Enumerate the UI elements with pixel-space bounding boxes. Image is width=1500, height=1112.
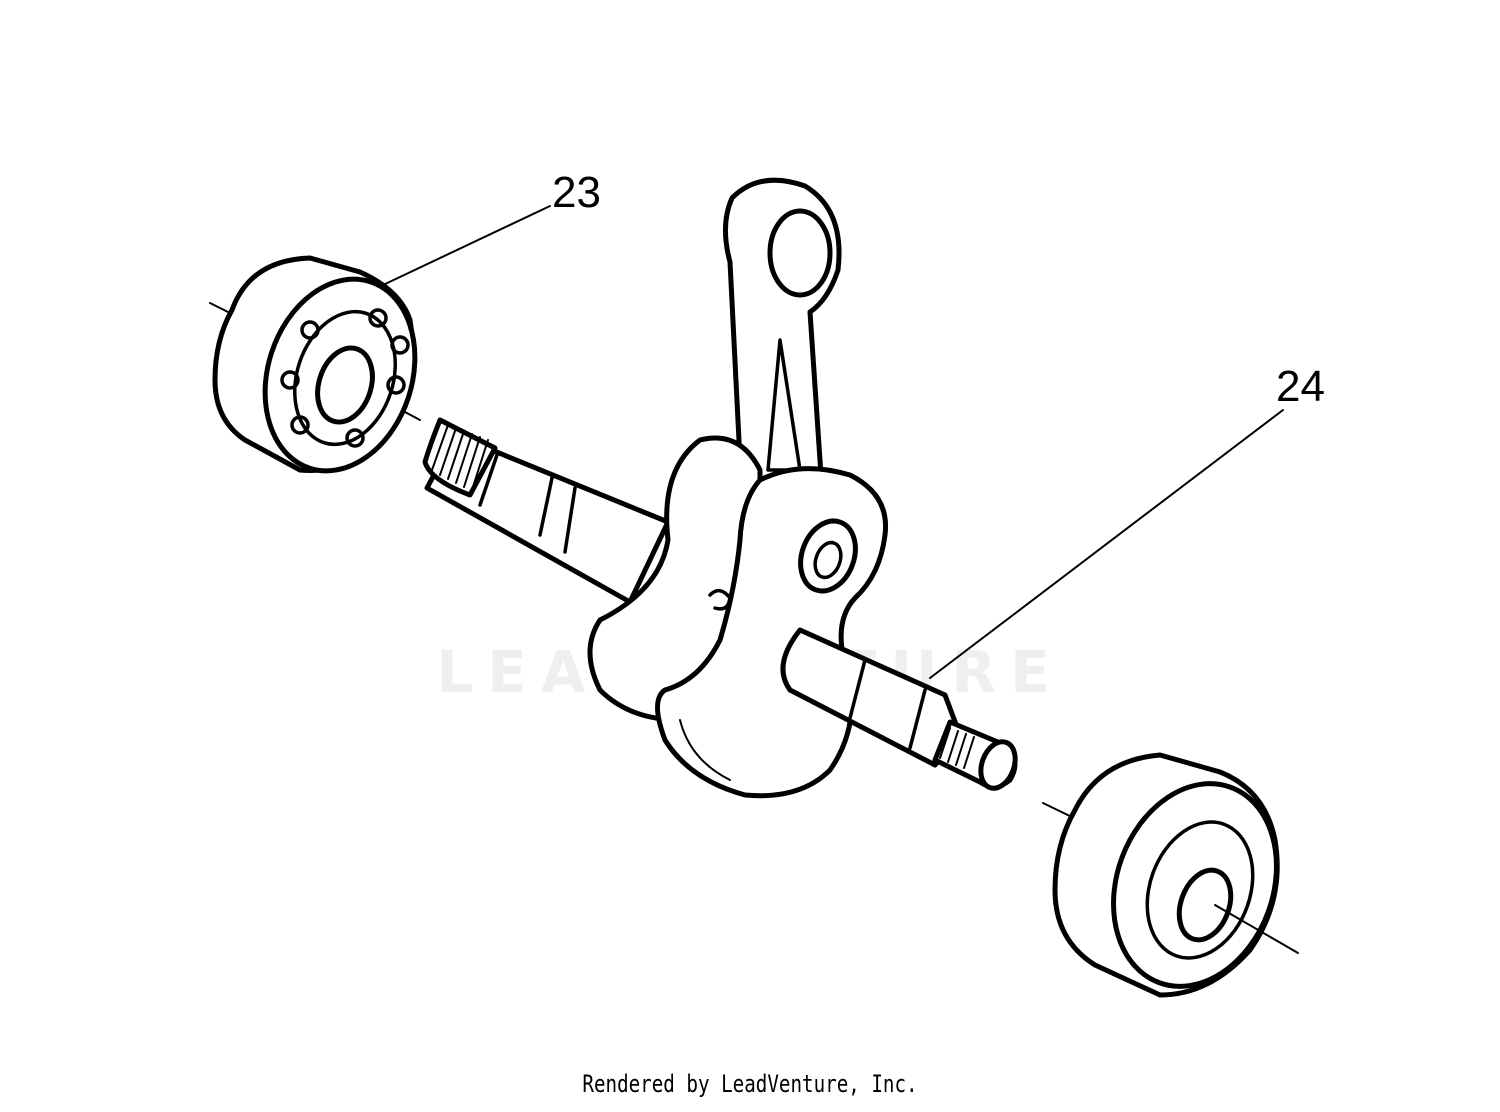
right-bearing <box>1042 752 1299 998</box>
left-bearing-bore <box>315 345 375 425</box>
footer-credit: Rendered by LeadVenture, Inc. <box>582 1070 918 1098</box>
callout-23-leader <box>382 205 551 286</box>
crankpin <box>798 518 858 594</box>
left-bearing <box>212 255 418 474</box>
callout-24-leader <box>929 409 1284 679</box>
callout-24[interactable]: 24 <box>1276 362 1325 411</box>
crankshaft <box>422 177 1018 799</box>
callout-23[interactable]: 23 <box>552 168 601 217</box>
small-end-bore <box>767 208 833 298</box>
